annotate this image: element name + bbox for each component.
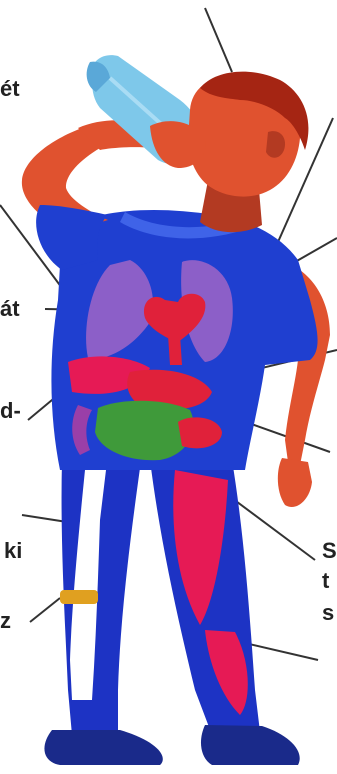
leader-line-top [205,8,232,72]
label-right-2: t [322,570,329,592]
label-left-4: ki [4,540,22,562]
knee-joint [60,590,98,604]
label-right-3: s [322,602,334,624]
aorta [168,335,182,365]
leader-line-left-5 [30,598,60,622]
left-shoe [44,730,162,765]
label-left-3: d- [0,400,21,422]
leader-line-right-2 [295,238,337,262]
right-hand [278,458,312,507]
label-right-1: S [322,540,337,562]
label-left-5: z [0,610,11,632]
label-left-1: ét [0,78,20,100]
right-shoe [201,725,300,765]
label-left-2: át [0,298,20,320]
